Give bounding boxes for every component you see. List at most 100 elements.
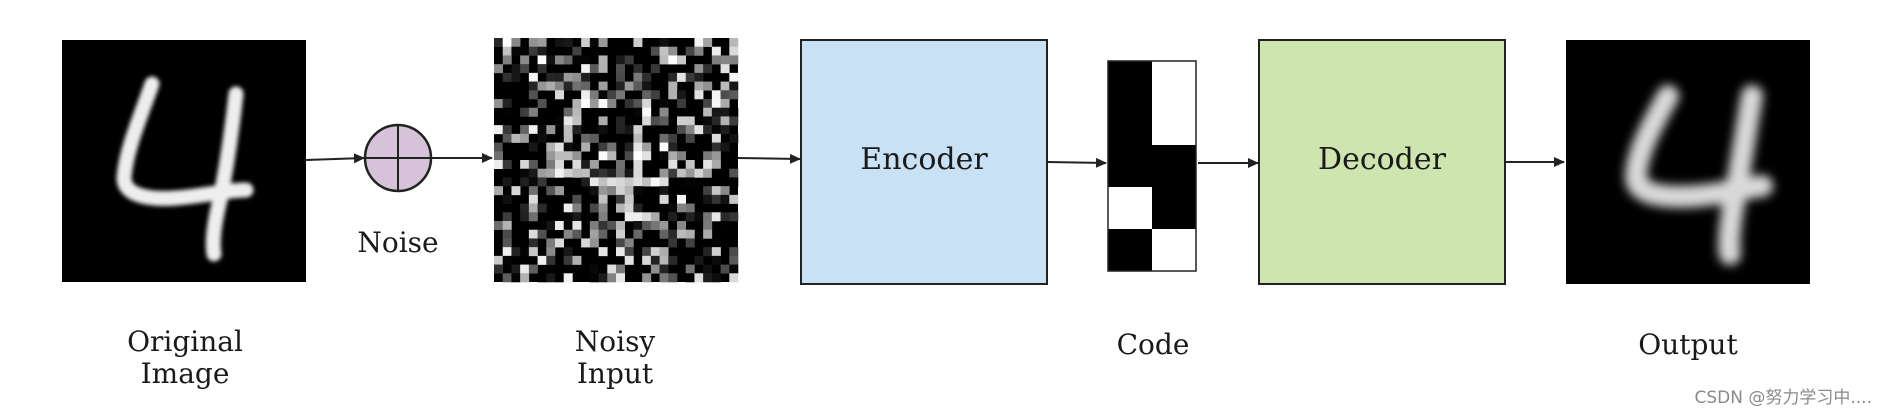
noisy-pixel (581, 38, 591, 48)
noisy-pixel (502, 107, 512, 117)
noisy-pixel (494, 99, 504, 109)
noisy-pixel (572, 255, 582, 265)
noisy-pixel (703, 107, 713, 117)
noisy-pixel (720, 64, 730, 74)
noisy-pixel (668, 229, 678, 239)
noisy-pixel (677, 194, 687, 204)
noisy-pixel (624, 247, 634, 257)
noisy-pixel (520, 177, 530, 187)
noisy-pixel (572, 160, 582, 170)
noisy-pixel (511, 72, 521, 82)
noisy-pixel (677, 168, 687, 178)
noisy-pixel (598, 273, 608, 283)
noisy-pixel (581, 177, 591, 187)
noisy-pixel (581, 72, 591, 82)
noisy-pixel (537, 55, 547, 65)
noisy-pixel (555, 151, 565, 161)
noisy-pixel (607, 142, 617, 152)
noisy-pixel (633, 142, 643, 152)
noisy-pixel (598, 64, 608, 74)
noisy-pixel (563, 229, 573, 239)
noisy-pixel (729, 168, 739, 178)
noisy-pixel (563, 133, 573, 143)
noisy-pixel (607, 99, 617, 109)
noisy-pixel (563, 273, 573, 283)
noisy-pixel (563, 168, 573, 178)
noisy-pixel (677, 229, 687, 239)
noisy-pixel (633, 168, 643, 178)
noisy-pixel (581, 99, 591, 109)
noisy-pixel (711, 46, 721, 56)
noisy-pixel (624, 212, 634, 222)
noisy-pixel (711, 99, 721, 109)
noisy-pixel (711, 107, 721, 117)
noisy-pixel (616, 55, 626, 65)
noisy-pixel (563, 255, 573, 265)
noisy-pixel (546, 255, 556, 265)
noisy-pixel (572, 116, 582, 126)
noisy-pixel (720, 212, 730, 222)
noisy-pixel (703, 221, 713, 231)
noisy-pixel (677, 212, 687, 222)
noisy-pixel (711, 255, 721, 265)
noisy-pixel (581, 160, 591, 170)
noisy-pixel (555, 116, 565, 126)
noisy-pixel (511, 133, 521, 143)
noisy-pixel (720, 99, 730, 109)
noisy-pixel (520, 125, 530, 135)
noisy-pixel (563, 142, 573, 152)
noisy-pixel (659, 55, 669, 65)
noisy-pixel (528, 247, 538, 257)
noisy-input-image (494, 38, 739, 283)
noisy-pixel (624, 99, 634, 109)
noisy-pixel (572, 142, 582, 152)
original-label-line2: Image (140, 357, 230, 390)
noisy-pixel (589, 221, 599, 231)
noisy-pixel (520, 212, 530, 222)
noisy-pixel (729, 46, 739, 56)
noisy-pixel (633, 203, 643, 213)
noisy-pixel (511, 38, 521, 48)
noisy-pixel (616, 64, 626, 74)
noisy-pixel (624, 81, 634, 91)
noisy-pixel (659, 212, 669, 222)
noisy-pixel (694, 125, 704, 135)
noisy-pixel (729, 247, 739, 257)
noisy-pixel (572, 212, 582, 222)
noisy-pixel (659, 177, 669, 187)
original-image-label: Original Image (100, 326, 270, 390)
noisy-pixel (703, 194, 713, 204)
noisy-pixel (563, 221, 573, 231)
noisy-pixel (703, 116, 713, 126)
noisy-pixel (528, 238, 538, 248)
noisy-pixel (668, 133, 678, 143)
noisy-pixel (520, 203, 530, 213)
noisy-pixel (598, 229, 608, 239)
noisy-pixel (528, 212, 538, 222)
noisy-pixel (650, 46, 660, 56)
decoder-box (1258, 39, 1506, 285)
noisy-pixel (729, 177, 739, 187)
noisy-pixel (729, 133, 739, 143)
noisy-pixel (555, 72, 565, 82)
output-image (1566, 40, 1810, 284)
noisy-pixel (616, 177, 626, 187)
noisy-pixel (581, 133, 591, 143)
noisy-pixel (642, 255, 652, 265)
noisy-pixel (685, 116, 695, 126)
noisy-pixel (729, 81, 739, 91)
noisy-pixel (729, 107, 739, 117)
noisy-pixel (668, 221, 678, 231)
noisy-pixel (650, 264, 660, 274)
arrow-noisy-to-encoder (737, 153, 801, 164)
noisy-pixel (511, 273, 521, 283)
noisy-pixel (572, 203, 582, 213)
noisy-pixel (633, 177, 643, 187)
noisy-pixel (511, 247, 521, 257)
noisy-pixel (528, 46, 538, 56)
noisy-pixel (572, 168, 582, 178)
noisy-pixel (694, 212, 704, 222)
noisy-pixel (711, 160, 721, 170)
noisy-pixel (633, 99, 643, 109)
noisy-pixel (694, 38, 704, 48)
